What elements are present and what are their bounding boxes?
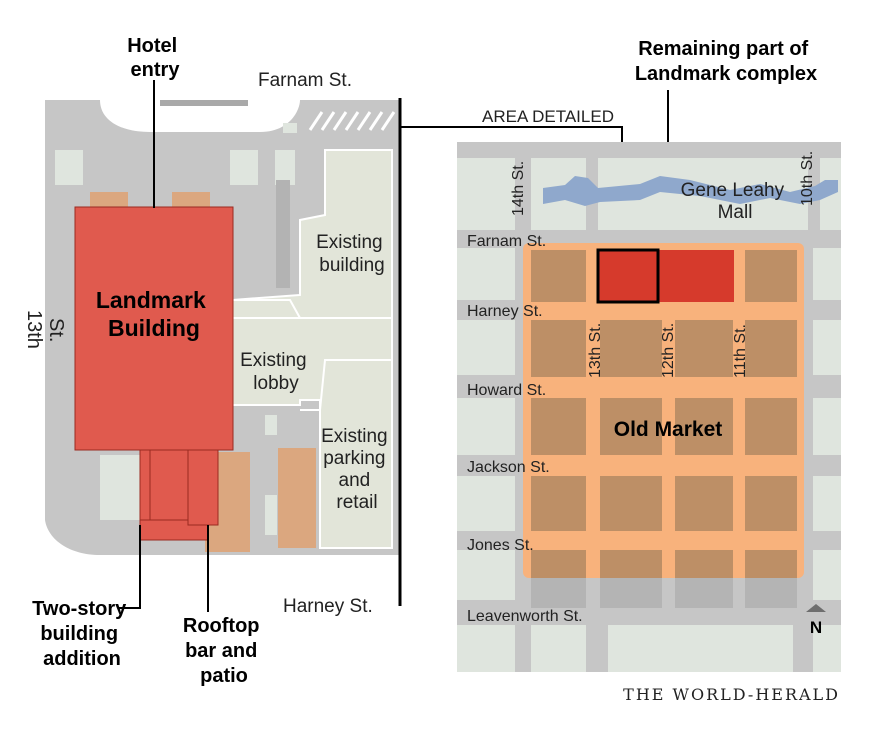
block xyxy=(457,158,515,230)
block xyxy=(457,398,515,455)
detail-map xyxy=(45,100,400,555)
block xyxy=(283,123,297,133)
remaining-landmark xyxy=(658,250,734,302)
block xyxy=(457,320,515,375)
gray-blocks xyxy=(531,578,797,608)
sidewalk xyxy=(160,100,248,106)
block xyxy=(55,150,83,185)
gene-leahy-label: Gene Leahy Mall xyxy=(681,180,790,223)
street-leavenworth: Leavenworth St. xyxy=(467,608,583,625)
existing-building-label: Existing building xyxy=(316,232,388,276)
credit-label: THE WORLD-HERALD xyxy=(623,685,840,704)
block xyxy=(100,455,140,520)
north-arrow-icon xyxy=(806,604,826,612)
block xyxy=(531,625,586,672)
gene-leahy-water xyxy=(543,176,838,206)
street-farnam-overview: Farnam St. xyxy=(467,233,546,250)
street-harney: Harney St. xyxy=(283,596,373,617)
tan-stub xyxy=(90,192,128,210)
existing-parking-label: Existing parking and retail xyxy=(321,426,393,513)
area-detailed-label: AREA DETAILED xyxy=(482,107,614,126)
street-jones: Jones St. xyxy=(467,537,534,554)
block xyxy=(457,625,515,672)
area-detailed-box xyxy=(596,248,660,304)
street-12th: 12th St. xyxy=(660,323,677,378)
north-label: N xyxy=(810,618,822,637)
block xyxy=(813,550,841,600)
street-jackson: Jackson St. xyxy=(467,459,550,476)
landmark-building-label: Landmark Building xyxy=(96,287,212,341)
street-13th: 13th St. xyxy=(23,310,67,355)
divider xyxy=(232,299,301,319)
block xyxy=(813,398,841,455)
dark-bar xyxy=(276,180,290,288)
tan-block xyxy=(278,448,316,548)
block xyxy=(608,625,793,672)
landmark-building xyxy=(74,206,234,451)
block xyxy=(265,415,277,435)
block xyxy=(457,476,515,531)
hotel-entry-label: Hotel entry xyxy=(127,35,183,81)
block xyxy=(813,476,841,531)
street-hatch xyxy=(308,111,396,131)
block xyxy=(230,150,258,185)
street-14th: 14th St. xyxy=(510,161,527,216)
overview-map xyxy=(457,142,841,672)
rooftop-bar xyxy=(187,449,219,526)
tan-stub xyxy=(172,192,210,210)
two-story-label: Two-story building addition xyxy=(32,598,132,670)
old-market-blocks xyxy=(531,250,797,578)
block xyxy=(457,248,515,300)
existing-region xyxy=(231,149,393,549)
old-market-area xyxy=(523,243,804,578)
street-howard: Howard St. xyxy=(467,382,546,399)
old-market-label: Old Market xyxy=(614,418,723,441)
block xyxy=(275,150,295,185)
divider xyxy=(300,359,392,411)
street-10th: 10th St. xyxy=(799,151,816,206)
block xyxy=(813,320,841,375)
street-11th: 11th St. xyxy=(732,324,749,378)
existing-lobby-label: Existing lobby xyxy=(240,350,312,394)
remaining-landmark-label: Remaining part of Landmark complex xyxy=(635,38,817,85)
street-13th-overview: 13th St. xyxy=(587,323,604,378)
street-harney-overview: Harney St. xyxy=(467,303,543,320)
street-farnam: Farnam St. xyxy=(258,70,352,91)
block xyxy=(813,625,841,672)
block xyxy=(813,248,841,300)
block xyxy=(457,550,515,600)
block xyxy=(265,495,277,535)
rooftop-label: Rooftop bar and patio xyxy=(183,615,265,687)
